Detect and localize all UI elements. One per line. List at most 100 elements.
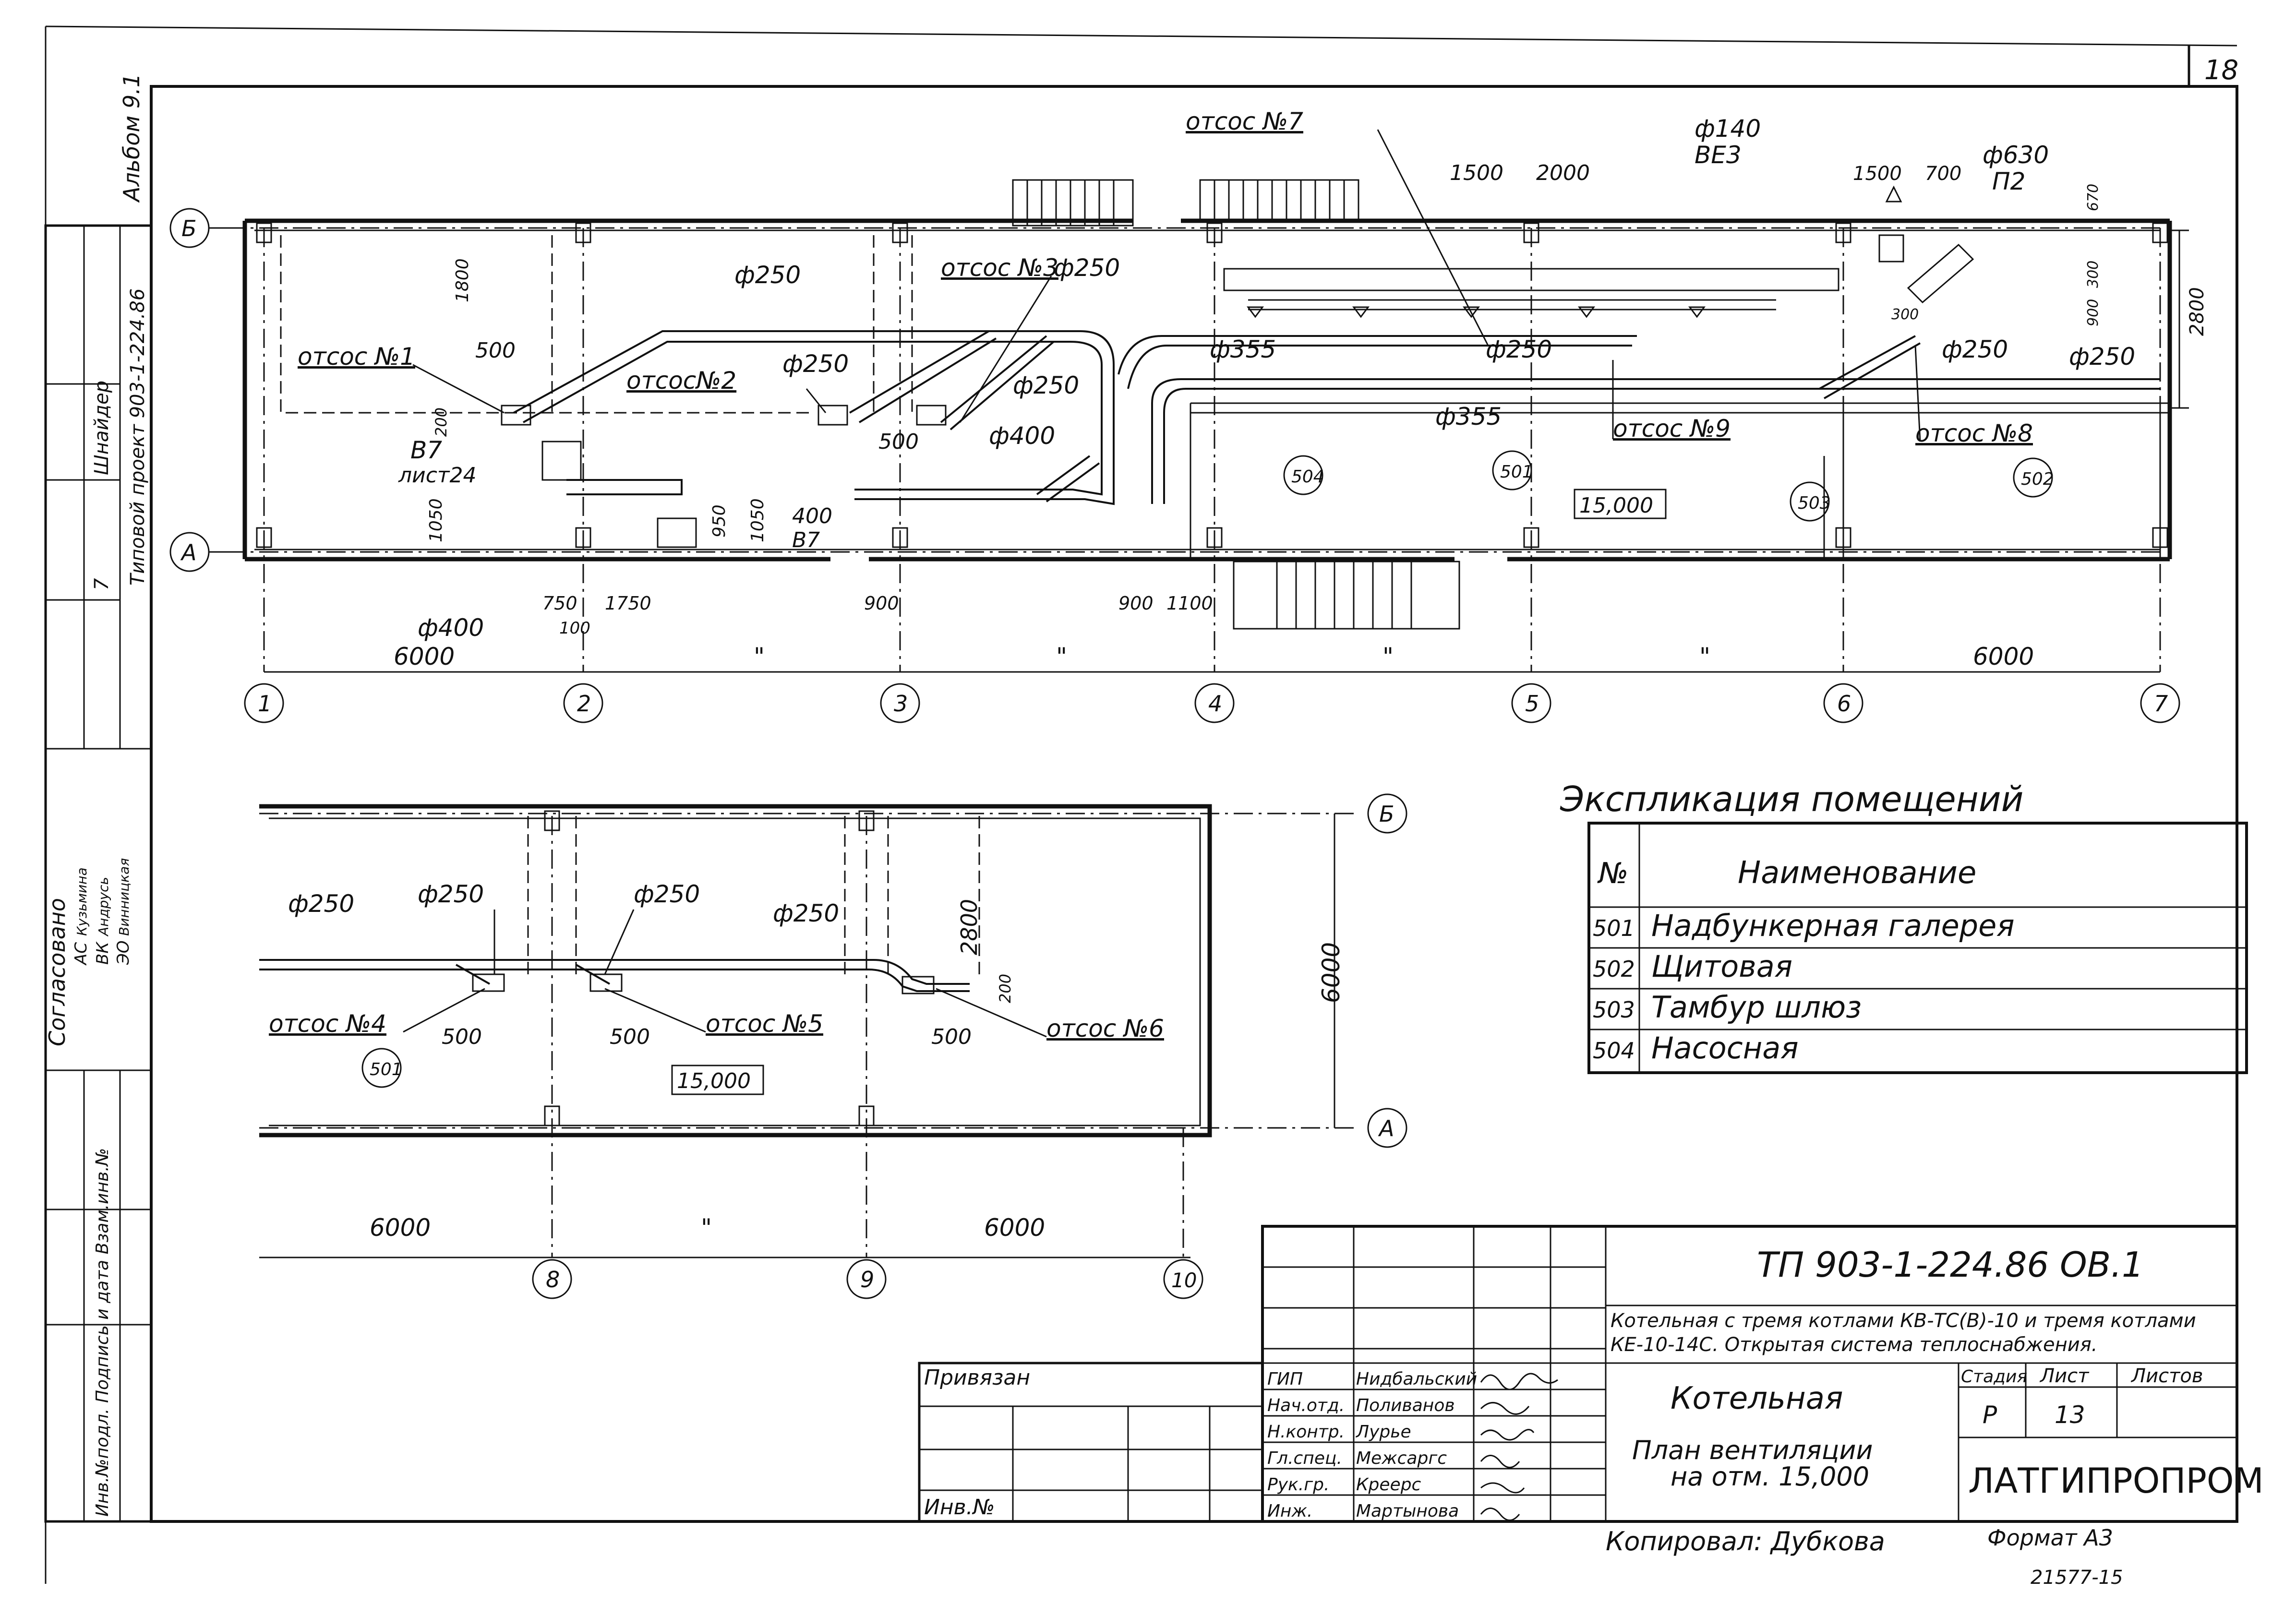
approval-dept-1: АС xyxy=(72,942,91,966)
dim-500-b1: 500 xyxy=(442,1025,482,1049)
otsos-9-label: отсос №9 xyxy=(1613,415,1731,443)
otsos-1-label: отсос №1 xyxy=(298,343,415,371)
bound-label: Привязан xyxy=(924,1365,1030,1390)
axis-col-10: 10 xyxy=(1171,1269,1197,1292)
duct-d250-2: ф250 xyxy=(782,350,849,378)
span-ditto-4: " xyxy=(1699,643,1710,670)
dim-200-b: 200 xyxy=(996,974,1014,1003)
sheet-value: 13 xyxy=(2055,1401,2085,1429)
dim-300-a: 300 xyxy=(2085,261,2102,288)
span-6000-right: 6000 xyxy=(1973,643,2034,670)
dim-500-b: 500 xyxy=(878,430,919,454)
room-503-top: 503 xyxy=(1798,493,1831,513)
otsos-4-label: отсос №4 xyxy=(269,1010,386,1038)
sheet-header: Лист xyxy=(2039,1365,2090,1387)
expl-name-501: Надбункерная галерея xyxy=(1651,908,2015,943)
inv-row-label: Инв.№подл. Подпись и дата Взам.инв.№ xyxy=(93,1148,112,1517)
level-mark-bottom: 15,000 xyxy=(677,1069,751,1093)
axis-col-9: 9 xyxy=(860,1267,874,1293)
span-ditto-2: " xyxy=(1056,643,1067,670)
otsos-5-label: отсос №5 xyxy=(706,1010,823,1038)
duct-d250-3: ф250 xyxy=(1054,254,1120,282)
duct-d250-4: ф250 xyxy=(1013,371,1079,399)
role-name-6: Мартынова xyxy=(1356,1501,1459,1521)
axis-bottom-a: А xyxy=(1378,1115,1394,1141)
dim-2000: 2000 xyxy=(1536,161,1590,185)
duct-d250-b2: ф250 xyxy=(418,880,484,908)
inv-label: Инв.№ xyxy=(924,1495,995,1520)
dim-900-a: 900 xyxy=(864,593,899,614)
explication-table: Экспликация помещений № Наименование 501… xyxy=(1560,779,2248,1074)
expl-name-503: Тамбур шлюз xyxy=(1651,990,1862,1025)
dim-500-b2: 500 xyxy=(610,1025,650,1049)
span-6000-b-left: 6000 xyxy=(370,1214,431,1242)
expl-no-504: 504 xyxy=(1593,1038,1635,1064)
dim-1750: 1750 xyxy=(605,593,651,614)
album-label: Альбом 9.1 xyxy=(119,73,144,203)
approval-dept-2: ВК xyxy=(93,941,112,965)
otsos-3-label: отсос №3 xyxy=(941,254,1058,282)
dim-1050-b: 1050 xyxy=(748,498,768,542)
dim-1100: 1100 xyxy=(1166,593,1213,614)
duct-d250-7: ф250 xyxy=(2069,343,2135,371)
approved-heading: Согласовано xyxy=(44,898,70,1046)
axis-col-4: 4 xyxy=(1208,691,1222,717)
dim-2800-top: 2800 xyxy=(2186,287,2208,336)
duct-d250-6: ф250 xyxy=(1942,335,2008,363)
sheets-header: Листов xyxy=(2130,1365,2203,1387)
otsos-6-label: отсос №6 xyxy=(1046,1015,1164,1042)
sheet-number: 18 xyxy=(2204,55,2238,86)
otsos-7-label: отсос №7 xyxy=(1186,108,1303,135)
p2-label: П2 xyxy=(1992,168,2025,195)
duct-d250-b3: ф250 xyxy=(634,880,700,908)
axis-top-b: Б xyxy=(181,215,197,241)
dim-900-b: 900 xyxy=(1118,593,1154,614)
expl-no-503: 503 xyxy=(1593,997,1635,1023)
list24-label: лист24 xyxy=(398,463,477,488)
role-name-5: Креерс xyxy=(1356,1475,1421,1495)
dim-2800-bottom: 2800 xyxy=(956,899,982,955)
sheet-title-1: План вентиляции xyxy=(1632,1435,1873,1465)
sheet-number-box: 18 xyxy=(2188,46,2238,88)
role-6: Инж. xyxy=(1267,1501,1312,1521)
project-desc-2: КЕ-10-14С. Открытая система теплоснабжен… xyxy=(1611,1334,2098,1356)
v7-b7-label: В7 xyxy=(792,528,820,552)
org-name: ЛАТГИПРОПРОМ xyxy=(1968,1460,2264,1501)
otsos-8-label: отсос №8 xyxy=(1915,419,2033,447)
role-3: Н.контр. xyxy=(1267,1422,1345,1442)
span-6000-left: 6000 xyxy=(394,643,455,670)
v7-400-label: 400 xyxy=(792,504,832,528)
axis-col-8: 8 xyxy=(546,1267,560,1293)
dim-670: 670 xyxy=(2085,184,2102,211)
row-number: 7 xyxy=(91,578,113,590)
role-5: Рук.гр. xyxy=(1267,1475,1329,1495)
span-ditto-3: " xyxy=(1382,643,1394,670)
approval-name-1: Кузьмина xyxy=(74,867,90,936)
explication-title: Экспликация помещений xyxy=(1560,779,2023,819)
role-name-3: Лурье xyxy=(1355,1422,1411,1442)
duct-d630: ф630 xyxy=(1983,141,2049,169)
b7-label: В7 xyxy=(410,436,442,464)
signature-scribbles xyxy=(1480,1373,1558,1521)
duct-d250-b1: ф250 xyxy=(288,890,354,918)
copied-by: Копировал: Дубкова xyxy=(1606,1526,1885,1556)
dim-700: 700 xyxy=(1925,163,1961,185)
expl-no-502: 502 xyxy=(1593,956,1635,982)
role-2: Нач.отд. xyxy=(1267,1396,1345,1415)
role-name-1: Нидбальский xyxy=(1356,1369,1477,1389)
building-name: Котельная xyxy=(1671,1381,1843,1416)
explication-col-name: Наименование xyxy=(1738,855,1976,891)
expl-name-502: Щитовая xyxy=(1651,949,1792,984)
explication-col-no: № xyxy=(1597,857,1628,890)
axis-bottom-b: Б xyxy=(1379,801,1394,827)
duct-d400-top: ф400 xyxy=(989,422,1055,450)
room-502-top: 502 xyxy=(2021,469,2054,489)
duct-d355-2: ф355 xyxy=(1435,403,1502,431)
dim-6000-bottom: 6000 xyxy=(1317,942,1345,1003)
dim-1800: 1800 xyxy=(453,258,472,302)
dim-100: 100 xyxy=(559,619,590,638)
role-4: Гл.спец. xyxy=(1267,1448,1342,1468)
format-label: Формат А3 xyxy=(1987,1525,2113,1551)
role-name-4: Межсаргс xyxy=(1356,1448,1447,1468)
approval-name-2: Андрусь xyxy=(96,877,111,937)
